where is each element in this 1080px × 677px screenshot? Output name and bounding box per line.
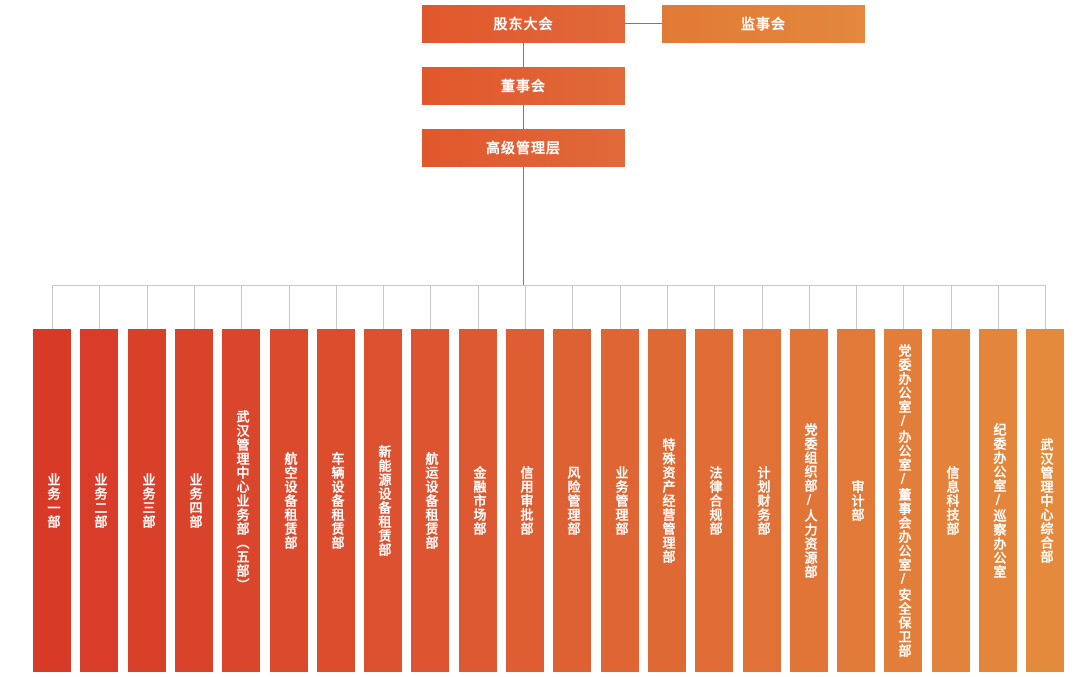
department-drop-line xyxy=(52,285,53,329)
department-box: 信用审批部 xyxy=(506,329,544,672)
department-drop-line xyxy=(1045,285,1046,329)
department-box: 车辆设备租赁部 xyxy=(317,329,355,672)
department-label: 纪委办公室/巡察办公室 xyxy=(990,422,1006,579)
department-drop-line xyxy=(903,285,904,329)
board-of-directors-label: 董事会 xyxy=(501,79,546,95)
department-label: 业务一部 xyxy=(44,472,60,529)
department-box: 党委办公室/办公室/董事会办公室/安全保卫部 xyxy=(884,329,922,672)
department-label: 业务管理部 xyxy=(612,465,628,536)
board-of-supervisors-box: 监事会 xyxy=(662,5,865,43)
department-drop-line xyxy=(430,285,431,329)
department-label: 航空设备租赁部 xyxy=(281,451,297,550)
department-drop-line xyxy=(147,285,148,329)
department-box: 新能源设备租赁部 xyxy=(364,329,402,672)
department-box: 纪委办公室/巡察办公室 xyxy=(979,329,1017,672)
department-drop-line xyxy=(289,285,290,329)
department-drop-line xyxy=(572,285,573,329)
department-drop-line xyxy=(809,285,810,329)
shareholders-meeting-box: 股东大会 xyxy=(422,5,625,43)
connector-board-management xyxy=(523,105,524,129)
department-label: 武汉管理中心综合部 xyxy=(1037,437,1053,564)
department-box: 特殊资产经营管理部 xyxy=(648,329,686,672)
department-label: 武汉管理中心业务部（五部） xyxy=(233,409,249,592)
department-label: 业务四部 xyxy=(186,472,202,529)
department-drop-line xyxy=(336,285,337,329)
department-box: 业务二部 xyxy=(80,329,118,672)
department-label: 业务三部 xyxy=(139,472,155,529)
department-label: 党委办公室/办公室/董事会办公室/安全保卫部 xyxy=(895,343,911,658)
department-box: 风险管理部 xyxy=(553,329,591,672)
department-drop-line xyxy=(241,285,242,329)
department-label: 法律合规部 xyxy=(706,465,722,536)
department-label: 党委组织部/人力资源部 xyxy=(801,422,817,579)
department-box: 金融市场部 xyxy=(459,329,497,672)
department-box: 党委组织部/人力资源部 xyxy=(790,329,828,672)
department-box: 审计部 xyxy=(837,329,875,672)
department-drop-line xyxy=(99,285,100,329)
department-drop-line xyxy=(383,285,384,329)
senior-management-label: 高级管理层 xyxy=(486,141,561,157)
department-box: 武汉管理中心综合部 xyxy=(1026,329,1064,672)
department-drop-line xyxy=(667,285,668,329)
department-label: 计划财务部 xyxy=(754,465,770,536)
department-label: 信息科技部 xyxy=(943,465,959,536)
board-of-directors-box: 董事会 xyxy=(422,67,625,105)
connector-shareholders-supervisors xyxy=(625,23,662,24)
department-label: 航运设备租赁部 xyxy=(422,451,438,550)
department-label: 新能源设备租赁部 xyxy=(375,444,391,557)
department-label: 信用审批部 xyxy=(517,465,533,536)
department-box: 业务三部 xyxy=(128,329,166,672)
department-label: 金融市场部 xyxy=(470,465,486,536)
shareholders-meeting-label: 股东大会 xyxy=(493,17,554,33)
department-box: 航空设备租赁部 xyxy=(270,329,308,672)
department-label: 特殊资产经营管理部 xyxy=(659,437,675,564)
department-label: 审计部 xyxy=(848,479,864,522)
department-box: 法律合规部 xyxy=(695,329,733,672)
department-drop-line xyxy=(856,285,857,329)
department-drop-line xyxy=(525,285,526,329)
connector-management-departments xyxy=(523,167,524,285)
department-box: 航运设备租赁部 xyxy=(411,329,449,672)
board-of-supervisors-label: 监事会 xyxy=(741,17,786,33)
department-box: 业务管理部 xyxy=(601,329,639,672)
department-box: 信息科技部 xyxy=(932,329,970,672)
department-drop-line xyxy=(714,285,715,329)
department-box: 业务一部 xyxy=(33,329,71,672)
senior-management-box: 高级管理层 xyxy=(422,129,625,167)
department-box: 武汉管理中心业务部（五部） xyxy=(222,329,260,672)
department-bus-line xyxy=(52,285,1045,286)
department-drop-line xyxy=(998,285,999,329)
connector-shareholders-board xyxy=(523,43,524,67)
department-drop-line xyxy=(478,285,479,329)
department-label: 业务二部 xyxy=(91,472,107,529)
department-drop-line xyxy=(620,285,621,329)
department-label: 风险管理部 xyxy=(564,465,580,536)
department-label: 车辆设备租赁部 xyxy=(328,451,344,550)
department-drop-line xyxy=(951,285,952,329)
department-drop-line xyxy=(194,285,195,329)
department-box: 计划财务部 xyxy=(743,329,781,672)
department-drop-line xyxy=(762,285,763,329)
department-box: 业务四部 xyxy=(175,329,213,672)
